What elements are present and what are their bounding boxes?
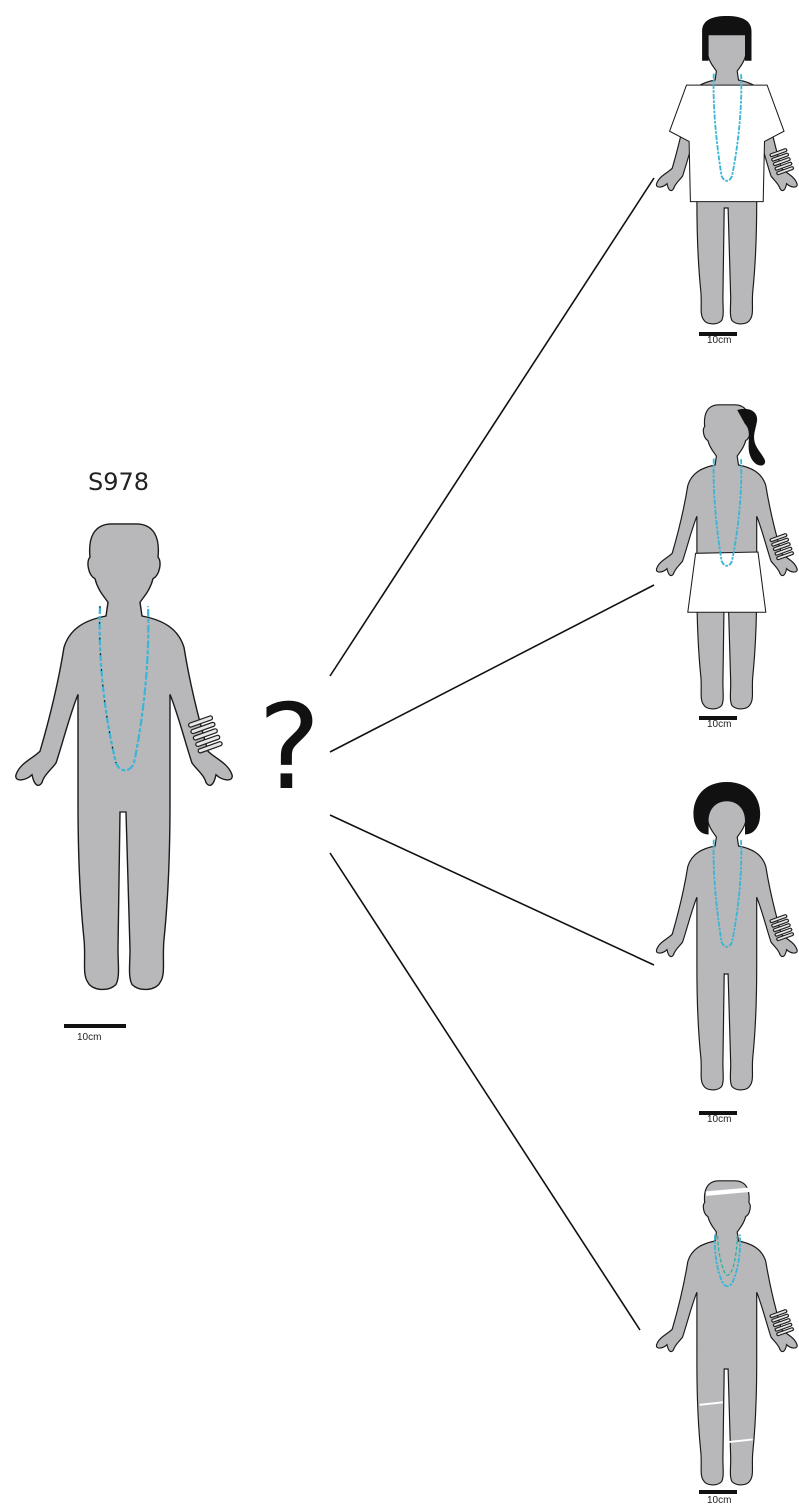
figure-option-1 bbox=[656, 16, 797, 324]
connector-lines bbox=[330, 178, 654, 1330]
figure-original bbox=[16, 524, 232, 990]
scale-label-1: 10cm bbox=[707, 335, 731, 346]
scale-label-3: 10cm bbox=[707, 1114, 731, 1125]
connector-line-2 bbox=[330, 585, 654, 752]
connector-line-4 bbox=[330, 853, 640, 1330]
scale-label-original: 10cm bbox=[77, 1032, 101, 1043]
specimen-id-label: S978 bbox=[88, 468, 149, 496]
scale-label-2: 10cm bbox=[707, 719, 731, 730]
figure-option-2 bbox=[656, 405, 797, 709]
connector-line-3 bbox=[330, 815, 654, 965]
question-mark: ? bbox=[258, 688, 321, 806]
figure-option-3 bbox=[656, 782, 797, 1090]
figure-option-4 bbox=[656, 1181, 797, 1485]
skirt-icon bbox=[688, 552, 766, 612]
connector-line-1 bbox=[330, 178, 654, 676]
scale-bar-original bbox=[64, 1024, 126, 1028]
scale-label-4: 10cm bbox=[707, 1495, 731, 1506]
scale-bar-4 bbox=[699, 1490, 737, 1494]
